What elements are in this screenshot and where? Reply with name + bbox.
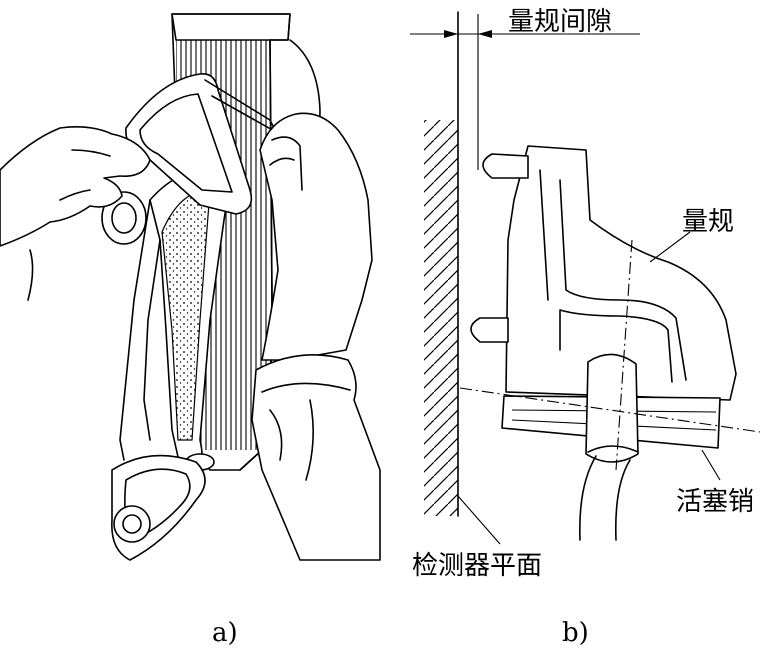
figure-a: a) xyxy=(0,13,381,648)
detector-plane-label: 检测器平面 xyxy=(412,551,542,581)
gauge-leader xyxy=(649,231,691,263)
right-hand xyxy=(251,112,381,561)
piston-pin xyxy=(501,353,721,463)
gauge-clearance-label: 量规间隙 xyxy=(508,7,612,37)
connecting-rod xyxy=(101,169,228,561)
caption-b: b) xyxy=(562,618,589,648)
axis-line xyxy=(459,387,761,433)
left-hand xyxy=(0,126,151,301)
figure-b: 量规间隙 量规 活塞销 检测器平面 b) xyxy=(410,7,761,648)
axis-line-vertical xyxy=(615,239,633,471)
gauge-b xyxy=(470,145,737,401)
detector-plane-leader xyxy=(457,495,501,545)
clearance-dimension xyxy=(410,14,640,170)
piston-pin-leader xyxy=(701,449,721,481)
gauge-label: 量规 xyxy=(682,207,734,237)
piston-pin-label: 活塞销 xyxy=(676,487,754,517)
rod-section xyxy=(579,455,631,541)
caption-a: a) xyxy=(212,618,238,648)
detector-wall xyxy=(424,11,459,517)
